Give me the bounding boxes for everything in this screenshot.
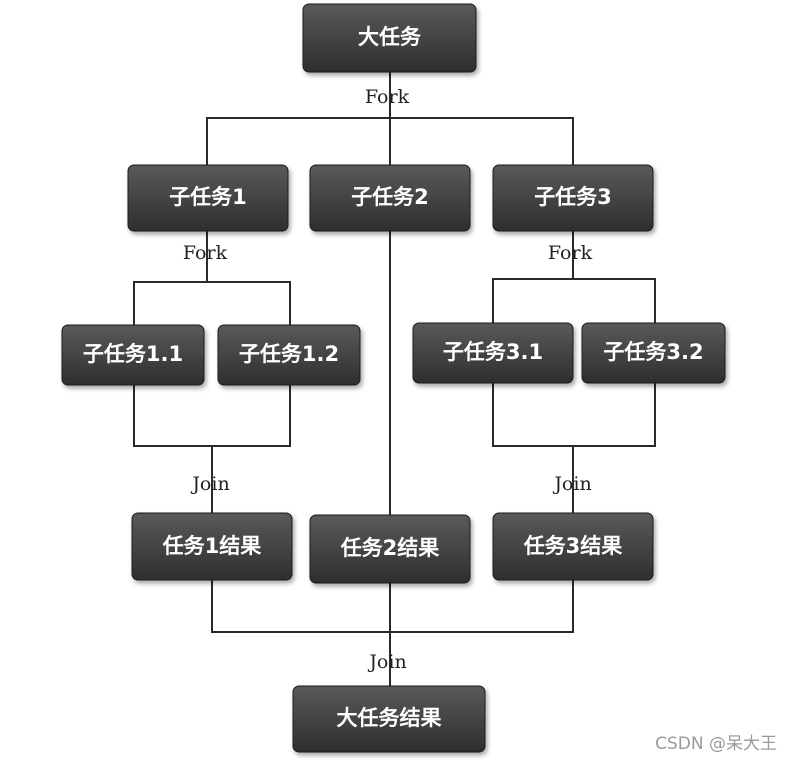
join-label-left: Join [190, 473, 229, 495]
node-label: 大任务 [358, 25, 422, 49]
node-label: 任务2结果 [340, 536, 440, 560]
node-sub-task-1: 子任务1 [127, 164, 289, 232]
node-label: 任务3结果 [523, 534, 623, 558]
node-label: 子任务3.1 [443, 340, 543, 364]
node-task-3-result: 任务3结果 [492, 512, 654, 581]
fork-label-left: Fork [183, 242, 228, 264]
node-sub-task-3: 子任务3 [492, 164, 654, 232]
node-sub-task-1-2: 子任务1.2 [217, 324, 361, 386]
connectors [133, 72, 656, 686]
node-big-task: 大任务 [302, 3, 477, 73]
node-sub-task-3-2: 子任务3.2 [581, 322, 726, 384]
node-task-2-result: 任务2结果 [309, 514, 471, 584]
node-label: 子任务3 [534, 185, 612, 209]
node-sub-task-2: 子任务2 [309, 164, 471, 232]
fork-label-top: Fork [365, 86, 410, 108]
node-task-1-result: 任务1结果 [131, 512, 293, 581]
node-label: 大任务结果 [337, 706, 442, 730]
node-label: 子任务2 [351, 185, 429, 209]
connector-join-bottom-bar [211, 580, 574, 686]
connector-fork-left-bar [133, 281, 291, 325]
node-label: 子任务1.2 [239, 342, 339, 366]
connector-join-right-bar [492, 383, 656, 513]
node-label: 子任务3.2 [603, 340, 703, 364]
connector-join-left-bar [133, 385, 291, 513]
node-sub-task-3-1: 子任务3.1 [412, 322, 574, 384]
node-label: 任务1结果 [162, 534, 262, 558]
node-big-task-result: 大任务结果 [292, 685, 486, 753]
watermark: CSDN @呆大王 [655, 734, 777, 754]
join-label-right: Join [552, 473, 591, 495]
node-sub-task-1-1: 子任务1.1 [61, 324, 205, 386]
join-label-bottom: Join [367, 651, 406, 673]
fork-label-right: Fork [548, 242, 593, 264]
node-label: 子任务1 [169, 185, 247, 209]
connector-fork-right-bar [492, 278, 656, 323]
node-label: 子任务1.1 [83, 342, 183, 366]
